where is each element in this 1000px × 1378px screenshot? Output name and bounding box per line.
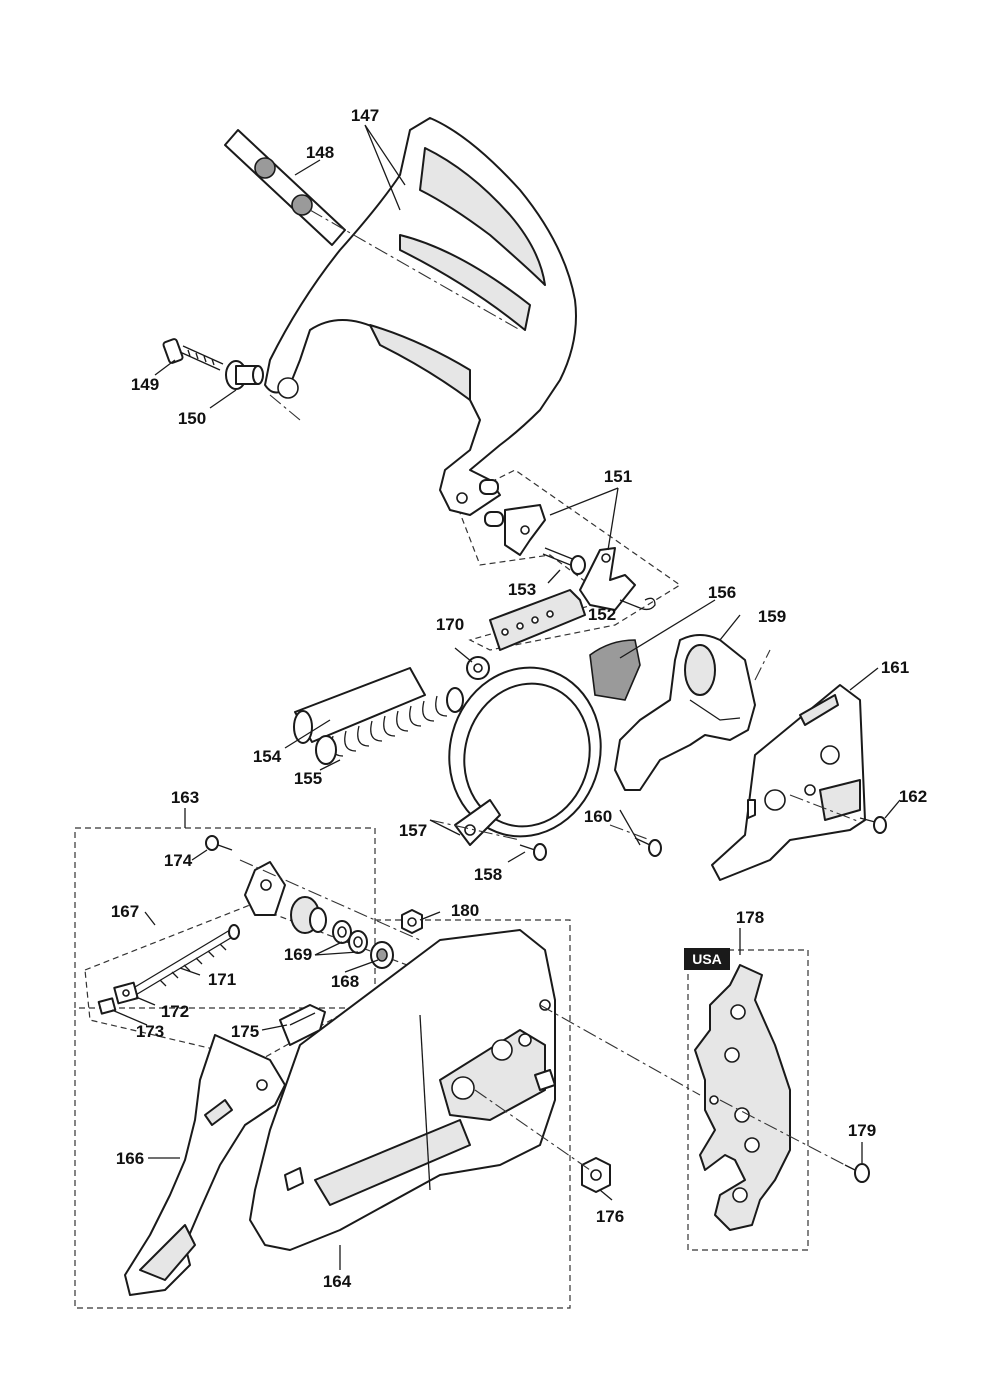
callout-148: 148 xyxy=(306,143,334,162)
callout-172: 172 xyxy=(161,1002,189,1021)
assembly-box-164 xyxy=(74,919,571,1309)
callout-174: 174 xyxy=(164,851,193,870)
usa-badge-box xyxy=(684,948,730,970)
part-148-decal xyxy=(224,129,346,246)
callout-173: 173 xyxy=(136,1022,164,1041)
assembly-box-163 xyxy=(74,827,376,1009)
callout-160: 160 xyxy=(584,807,612,826)
center-lines xyxy=(239,209,861,1171)
part-180-nut xyxy=(401,909,423,934)
callout-166: 166 xyxy=(116,1149,144,1168)
part-161-plate xyxy=(711,684,866,881)
callout-147: 147 xyxy=(351,106,379,125)
part-154-sleeve xyxy=(293,667,426,744)
part-152-clip xyxy=(639,597,656,611)
callout-151: 151 xyxy=(604,467,632,486)
part-168-nut xyxy=(370,941,394,969)
callout-154: 154 xyxy=(253,747,282,766)
callout-150: 150 xyxy=(178,409,206,428)
callout-155: 155 xyxy=(294,769,322,788)
callout-171: 171 xyxy=(208,970,236,989)
part-149-bolt xyxy=(162,338,224,371)
part-151-brake-mechanism xyxy=(479,479,636,651)
part-175-insert xyxy=(279,1004,326,1046)
callout-175: 175 xyxy=(231,1022,259,1041)
part-166-plate xyxy=(124,1034,286,1296)
callout-153: 153 xyxy=(508,580,536,599)
callout-167: 167 xyxy=(111,902,139,921)
part-tensioner-gear xyxy=(244,861,327,934)
part-171-tensioner-screw xyxy=(129,924,240,997)
callout-161: 161 xyxy=(881,658,909,677)
part-150-spacer xyxy=(225,360,264,390)
callout-164: 164 xyxy=(323,1272,352,1291)
callout-157: 157 xyxy=(399,821,427,840)
part-147-hand-guard xyxy=(264,117,577,516)
part-155-spring xyxy=(315,687,464,765)
callout-158: 158 xyxy=(474,865,502,884)
callout-176: 176 xyxy=(596,1207,624,1226)
callout-169: 169 xyxy=(284,945,312,964)
callout-180: 180 xyxy=(451,901,479,920)
part-173-pin xyxy=(97,997,117,1015)
part-159-cover xyxy=(614,634,756,791)
part-169-washers xyxy=(332,920,368,954)
assembly-box-151 xyxy=(454,469,682,651)
part-162-screw xyxy=(859,816,887,834)
part-179-screw xyxy=(844,1163,870,1183)
leader-lines xyxy=(111,124,901,1270)
callout-162: 162 xyxy=(899,787,927,806)
assembly-box-178 xyxy=(687,949,809,1251)
part-170-washer xyxy=(466,656,490,680)
callout-159: 159 xyxy=(758,607,786,626)
part-156-pad xyxy=(589,639,641,701)
part-153-screw xyxy=(542,547,586,575)
callout-labels: 147 148 149 150 151 152 153 154 155 156 … xyxy=(111,106,927,1291)
part-158-screw xyxy=(519,843,547,861)
callout-152: 152 xyxy=(588,605,616,624)
part-178-bumper xyxy=(694,964,791,1231)
callout-163: 163 xyxy=(171,788,199,807)
usa-badge: USA xyxy=(684,948,730,970)
usa-badge-label: USA xyxy=(692,951,722,967)
callout-156: 156 xyxy=(708,583,736,602)
part-164-sprocket-cover xyxy=(249,929,556,1251)
callout-179: 179 xyxy=(848,1121,876,1140)
callout-168: 168 xyxy=(331,972,359,991)
callout-178: 178 xyxy=(736,908,764,927)
part-176-nut xyxy=(581,1157,611,1193)
callout-170: 170 xyxy=(436,615,464,634)
part-160-screw xyxy=(634,837,662,857)
part-157-brake-band xyxy=(448,666,602,846)
callout-149: 149 xyxy=(131,375,159,394)
part-174-screw xyxy=(205,835,233,851)
part-172-slider xyxy=(113,981,139,1005)
